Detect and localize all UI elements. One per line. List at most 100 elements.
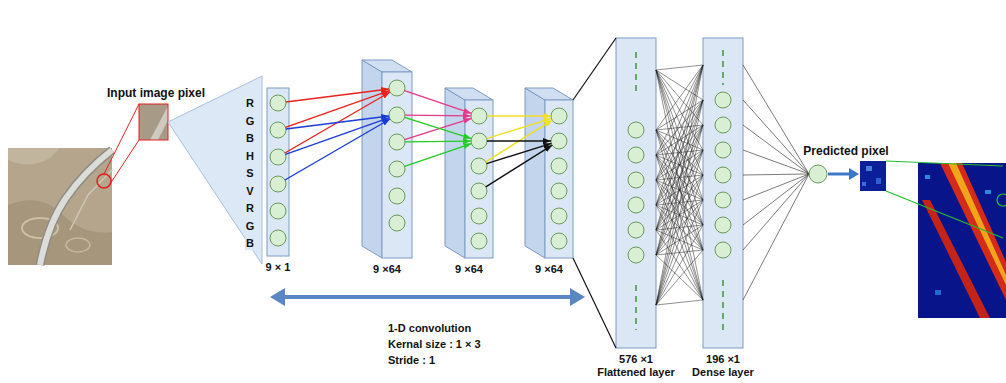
input-layer-art [267, 88, 289, 256]
weight-line [743, 65, 809, 174]
channel-letter-holder: G [245, 216, 256, 234]
dense-weight-line [656, 100, 703, 230]
layer-name: Flattened layer [597, 366, 675, 379]
channel-letter-holder: R [245, 198, 255, 216]
span-arrow-shaft [282, 295, 573, 299]
weight-line [743, 174, 809, 200]
conv-layer-art [525, 88, 573, 258]
layer-connection [486, 116, 552, 187]
channel-letter: H [245, 150, 255, 163]
convolution-arrow [286, 89, 389, 102]
neuron [715, 167, 731, 183]
dense-weight-line [656, 65, 703, 305]
dense-weight-line [656, 300, 703, 305]
dense-weight-line [656, 65, 703, 230]
neuron [471, 133, 487, 149]
pixel-marker [97, 174, 111, 188]
neuron [628, 247, 644, 263]
channel-letter: S [245, 167, 254, 180]
convolution-arrow [486, 120, 552, 162]
neuron [715, 117, 731, 133]
neuron [389, 134, 405, 150]
weight-line [743, 125, 809, 174]
output-connections [743, 65, 809, 300]
neuron [715, 142, 731, 158]
neuron [471, 208, 487, 224]
flatten-line [573, 38, 616, 100]
conv-layer: 9 ×64 [445, 88, 493, 258]
dense-weight-line [656, 175, 703, 305]
span-arrow-head [270, 288, 285, 306]
neuron [270, 203, 286, 219]
layer-caption: 9 ×64 [373, 263, 401, 276]
channel-letter-holder: G [245, 111, 256, 129]
layer-caption: 576 ×1Flattened layer [597, 353, 675, 379]
weight-line [743, 100, 809, 174]
weight-line [743, 174, 809, 225]
layer-size: 196 ×1 [692, 353, 754, 366]
dense-weight-line [656, 200, 703, 305]
dense-weight-line [656, 65, 703, 70]
output-caption: Predicted pixel [803, 144, 888, 158]
prism-front [545, 100, 573, 258]
zoom-line [110, 140, 139, 184]
dense-weight-line [656, 100, 703, 305]
convolution-arrow [405, 117, 472, 138]
conv-note-holder: 1-D convolution [388, 318, 471, 336]
span-arrow-head [570, 288, 585, 306]
heatmap-speckle [985, 190, 991, 194]
neuron [471, 108, 487, 124]
dense-weight-line [656, 250, 703, 305]
heatmap-image [918, 163, 1006, 318]
channel-letter: B [245, 237, 255, 250]
channel-letter-holder: H [245, 146, 255, 164]
zoom-line [886, 161, 1003, 166]
conv-note: 1-D convolution [388, 322, 471, 335]
convolution-arrow [405, 118, 472, 139]
weight-line [743, 174, 809, 175]
zoom-marker [997, 194, 1006, 206]
layer-caption: 196 ×1Dense layer [692, 353, 754, 379]
neuron [270, 95, 286, 111]
neuron [270, 122, 286, 138]
channel-letter: G [245, 115, 256, 128]
prism-front [465, 100, 493, 258]
expansion-triangle [168, 76, 262, 264]
layer-size: 9 ×64 [535, 263, 563, 276]
prism-top [362, 60, 412, 72]
ellipsis-dashes [635, 52, 637, 92]
layer-caption: 9 ×64 [535, 263, 563, 276]
convolution-arrow [487, 143, 552, 163]
layer-size: 576 ×1 [597, 353, 675, 366]
convolution-arrow [487, 115, 551, 116]
convolution-arrow [405, 140, 471, 142]
neuron [715, 192, 731, 208]
prism-side [525, 88, 545, 258]
convolution-arrow [405, 144, 472, 167]
track [66, 238, 90, 252]
pixel-patch [139, 104, 168, 140]
ground-patch [8, 148, 60, 165]
neuron [551, 133, 567, 149]
conv-note: Kernal size : 1 × 3 [388, 338, 481, 351]
weight-line [743, 174, 809, 300]
neuron [389, 107, 405, 123]
convolution-arrow [286, 116, 389, 129]
neuron [628, 122, 644, 138]
neuron [551, 208, 567, 224]
dense-weight-line [656, 225, 703, 305]
prism-top [525, 88, 573, 100]
output-arrow [828, 173, 851, 176]
neuron [270, 176, 286, 192]
channel-letter: R [245, 202, 255, 215]
neuron [628, 147, 644, 163]
dense-weight-line [656, 100, 703, 180]
conv-note: Stride : 1 [388, 354, 435, 367]
channel-letter: B [245, 132, 255, 145]
output-neuron [809, 165, 827, 183]
channel-letter-holder: V [245, 181, 254, 199]
zoom-callout [104, 104, 168, 184]
neuron [471, 233, 487, 249]
convolution-arrow [487, 118, 552, 138]
satellite-image [8, 148, 112, 265]
